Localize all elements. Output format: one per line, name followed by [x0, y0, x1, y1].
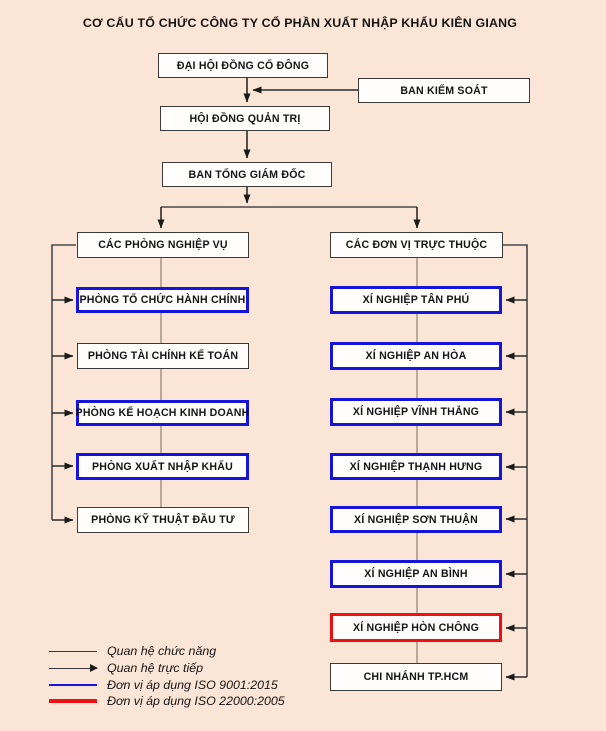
node-cac-phong-nghiep-vu: CÁC PHÒNG NGHIỆP VỤ — [77, 232, 249, 258]
node-chi-nhanh-tp-hcm: CHI NHÁNH TP.HCM — [330, 663, 502, 691]
node-cac-don-vi-truc-thuoc: CÁC ĐƠN VỊ TRỰC THUỘC — [330, 232, 503, 258]
node-xi-nghiep-an-hoa: XÍ NGHIỆP AN HÒA — [330, 342, 502, 370]
thin-line-symbol — [49, 650, 97, 652]
legend-row-functional: Quan hệ chức năng — [49, 644, 216, 658]
node-ban-kiem-soat: BAN KIỂM SOÁT — [358, 78, 530, 103]
node-phong-ky-thuat-dau-tu: PHÒNG KỸ THUẬT ĐẦU TƯ — [77, 507, 249, 533]
direct-relationship-arrows — [52, 78, 527, 681]
node-phong-to-chuc-hanh-chinh: PHÒNG TỔ CHỨC HÀNH CHÍNH — [76, 287, 249, 313]
node-xi-nghiep-an-binh: XÍ NGHIỆP AN BÌNH — [330, 560, 502, 588]
node-ban-tong-giam-doc: BAN TỔNG GIÁM ĐỐC — [162, 162, 332, 187]
node-dai-hoi-dong-co-dong: ĐẠI HỘI ĐỒNG CỔ ĐÔNG — [158, 53, 328, 78]
arrow-line-symbol — [49, 664, 98, 672]
node-phong-tai-chinh-ke-toan: PHÒNG TÀI CHÍNH KẾ TOÁN — [77, 343, 249, 369]
node-xi-nghiep-vinh-thang: XÍ NGHIỆP VĨNH THẮNG — [330, 398, 502, 426]
red-line-symbol — [49, 699, 97, 703]
node-xi-nghiep-son-thuan: XÍ NGHIỆP SƠN THUẬN — [330, 506, 502, 533]
chart-title: CƠ CẤU TỔ CHỨC CÔNG TY CỔ PHẦN XUẤT NHẬP… — [82, 16, 518, 30]
node-xi-nghiep-hon-chong: XÍ NGHIỆP HÒN CHÔNG — [330, 613, 502, 642]
blue-line-symbol — [49, 684, 97, 686]
legend-row-direct: Quan hệ trực tiếp — [49, 661, 203, 675]
legend-row-iso9001: Đơn vị áp dụng ISO 9001:2015 — [49, 678, 278, 692]
legend-label: Đơn vị áp dụng ISO 22000:2005 — [107, 694, 285, 708]
node-hoi-dong-quan-tri: HỘI ĐỒNG QUẢN TRỊ — [160, 106, 330, 131]
node-phong-xuat-nhap-khau: PHÒNG XUẤT NHẬP KHẨU — [76, 453, 249, 480]
node-phong-ke-hoach-kinh-doanh: PHÒNG KẾ HOẠCH KINH DOANH — [76, 400, 249, 426]
legend-label: Quan hệ trực tiếp — [107, 661, 204, 675]
legend-row-iso22000: Đơn vị áp dụng ISO 22000:2005 — [49, 694, 285, 708]
node-xi-nghiep-thanh-hung: XÍ NGHIỆP THẠNH HƯNG — [330, 453, 502, 480]
spine-lines — [51, 206, 528, 677]
legend-label: Quan hệ chức năng — [107, 644, 217, 658]
node-xi-nghiep-tan-phu: XÍ NGHIỆP TÂN PHÚ — [330, 286, 502, 314]
legend-label: Đơn vị áp dụng ISO 9001:2015 — [107, 678, 278, 692]
